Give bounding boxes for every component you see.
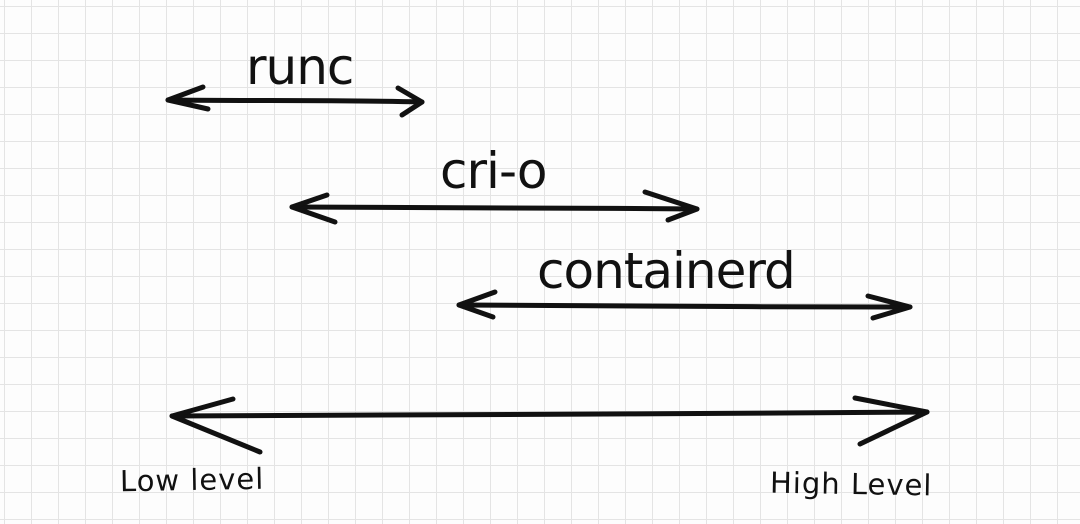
runc-arrow	[165, 84, 425, 118]
crio-label: cri-o	[440, 142, 547, 200]
runc-label: runc	[246, 38, 354, 96]
containerd-arrow	[456, 289, 913, 321]
level-scale-arrow	[169, 395, 930, 455]
containerd-label: containerd	[537, 242, 796, 300]
low-level-label: Low level	[119, 461, 265, 499]
high-level-label: High Level	[769, 465, 933, 503]
crio-arrow	[289, 189, 700, 225]
